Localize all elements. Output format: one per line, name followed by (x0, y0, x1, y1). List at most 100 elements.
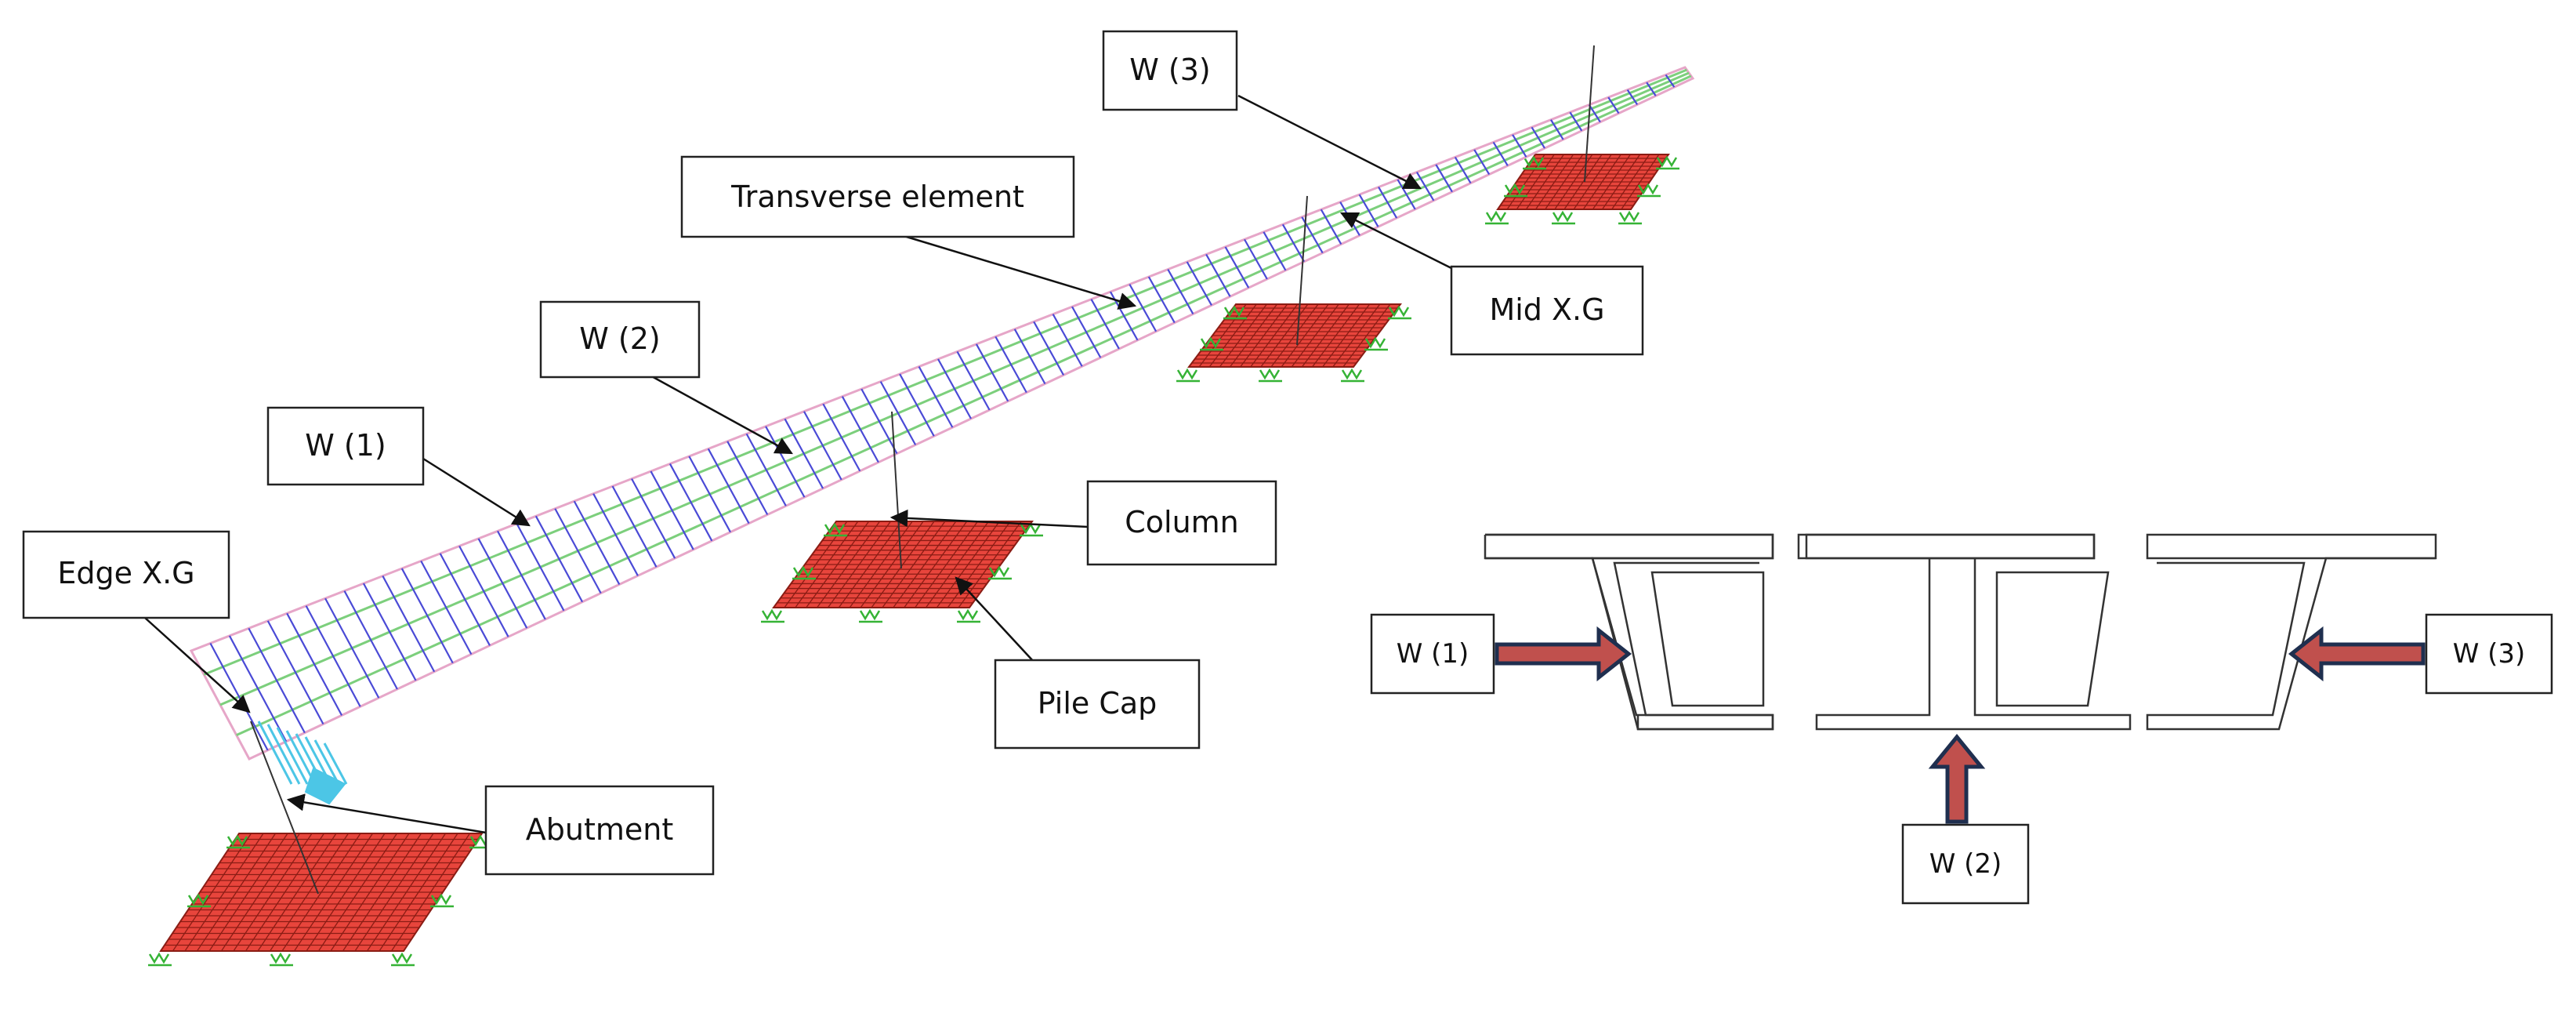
pile-cap-grid-line (342, 833, 422, 952)
transverse-element-line (726, 441, 769, 515)
support-spring-icon (226, 834, 250, 849)
model-annotations: W (3) Transverse element W (2) Mid X.G W… (22, 30, 1644, 876)
support-spring-icon (824, 522, 847, 537)
pile-cap-grid-line (1621, 154, 1660, 210)
transverse-element-line (1531, 126, 1546, 149)
transverse-element-line (937, 358, 972, 419)
pile-cap-grid-line (306, 833, 386, 952)
pile-cap (1485, 154, 1679, 225)
pile-cap-box (994, 659, 1201, 750)
support-spring-icon (988, 565, 1012, 580)
column-leader (889, 509, 1089, 528)
transverse-element-line (1090, 299, 1120, 350)
transverse-element-line (611, 485, 658, 568)
support-spring-icon (1200, 336, 1223, 351)
pile-cap (1176, 303, 1411, 383)
section-annotations: W (1) W (3) W (2) (1370, 613, 2553, 905)
transverse-element-line (1013, 329, 1046, 385)
pile-cap-grid-line (317, 833, 398, 952)
abutment-bearing-line (313, 739, 340, 785)
transverse-element-line (266, 620, 324, 725)
transverse-element-line (1569, 111, 1583, 132)
column-line (1584, 45, 1595, 183)
w1-model-label: W (1) (305, 428, 386, 463)
section-middle-web (1815, 558, 2132, 731)
transverse-element-line (650, 470, 694, 550)
pile-cap-grid-line (1611, 154, 1650, 210)
pile-cap-grid-line (1573, 154, 1612, 210)
w3-section-box (2425, 613, 2553, 695)
transverse-element-line (995, 336, 1027, 394)
pile-cap (148, 833, 493, 967)
transverse-element-line (305, 605, 361, 707)
pile-cap-grid-line (366, 833, 447, 952)
support-spring-icon (1259, 368, 1282, 383)
w3-model-leader (1237, 94, 1422, 190)
transverse-element-line (1454, 156, 1472, 184)
load-arrows (1495, 626, 2426, 824)
abutment-bearing-detail (257, 721, 348, 805)
pile-cap-grid-line (1582, 154, 1621, 210)
transverse-element-line (1550, 119, 1564, 140)
transverse-element-line (1435, 164, 1453, 193)
pile-cap-grid-line (293, 833, 374, 952)
support-spring-icon (1552, 210, 1575, 225)
transverse-element-line (688, 456, 731, 533)
abutment-label: Abutment (526, 812, 673, 847)
transverse-element-line (439, 553, 491, 646)
w2-section-box (1901, 823, 2030, 905)
pile-cap-grid-line (1332, 303, 1381, 368)
w1-model-box (266, 406, 425, 486)
support-spring-icon (270, 952, 293, 967)
w3-model-box (1102, 30, 1238, 111)
support-spring-icon (1656, 155, 1679, 170)
transverse-element-line (1320, 209, 1342, 245)
pile-cap-leader (955, 576, 1035, 663)
pile-cap-grid-line (1311, 303, 1360, 368)
section-right-flange (2146, 533, 2437, 560)
support-spring-icon (1341, 368, 1364, 383)
transverse-element-line (477, 538, 528, 629)
support-spring-icon (1388, 305, 1411, 320)
transverse-element-line (228, 635, 288, 742)
w2-load-arrow (1928, 734, 1986, 824)
pile-caps (148, 154, 1679, 967)
transverse-element-line (1626, 89, 1639, 105)
pile-cap-grid-line (379, 833, 458, 952)
transverse-element-line (400, 568, 454, 664)
transverse-element-line (534, 515, 584, 603)
support-spring-icon (430, 893, 454, 908)
transverse-element-line (497, 530, 546, 620)
support-spring-icon (1637, 183, 1661, 198)
transverse-element-line (745, 433, 787, 506)
transverse-element-line (573, 500, 621, 585)
transverse-element-line (362, 583, 417, 681)
support-spring-icon (1618, 210, 1642, 225)
support-spring-icon (187, 893, 211, 908)
support-spring-icon (1504, 183, 1527, 198)
w1-section-box (1370, 613, 1495, 695)
transverse-box (680, 155, 1075, 238)
transverse-element-line (784, 418, 824, 489)
section-right-web (2146, 557, 2436, 731)
support-spring-icon (792, 565, 816, 580)
section-middle-flange (1797, 533, 2096, 560)
edge-xg-leader (144, 617, 251, 713)
transverse-element-line (516, 523, 565, 612)
w1-load-arrow (1495, 626, 1632, 682)
transverse-element-line (707, 448, 750, 525)
w3-model-label: W (3) (1129, 53, 1210, 87)
w2-model-label: W (2) (579, 321, 660, 356)
transverse-element-line (1512, 134, 1527, 158)
support-spring-icon (148, 952, 172, 967)
transverse-element-line (458, 545, 509, 637)
pile-cap-grid-line (1322, 303, 1371, 368)
transverse-element-line (899, 373, 935, 437)
section-right-cell (1995, 571, 2110, 707)
abutment-bearing-line (257, 721, 293, 785)
support-spring-icon (859, 608, 882, 623)
transverse-element-line (668, 463, 713, 542)
transverse-element-line (803, 411, 842, 481)
transverse-element-line (1129, 284, 1158, 332)
transverse-element-line (975, 343, 1009, 402)
